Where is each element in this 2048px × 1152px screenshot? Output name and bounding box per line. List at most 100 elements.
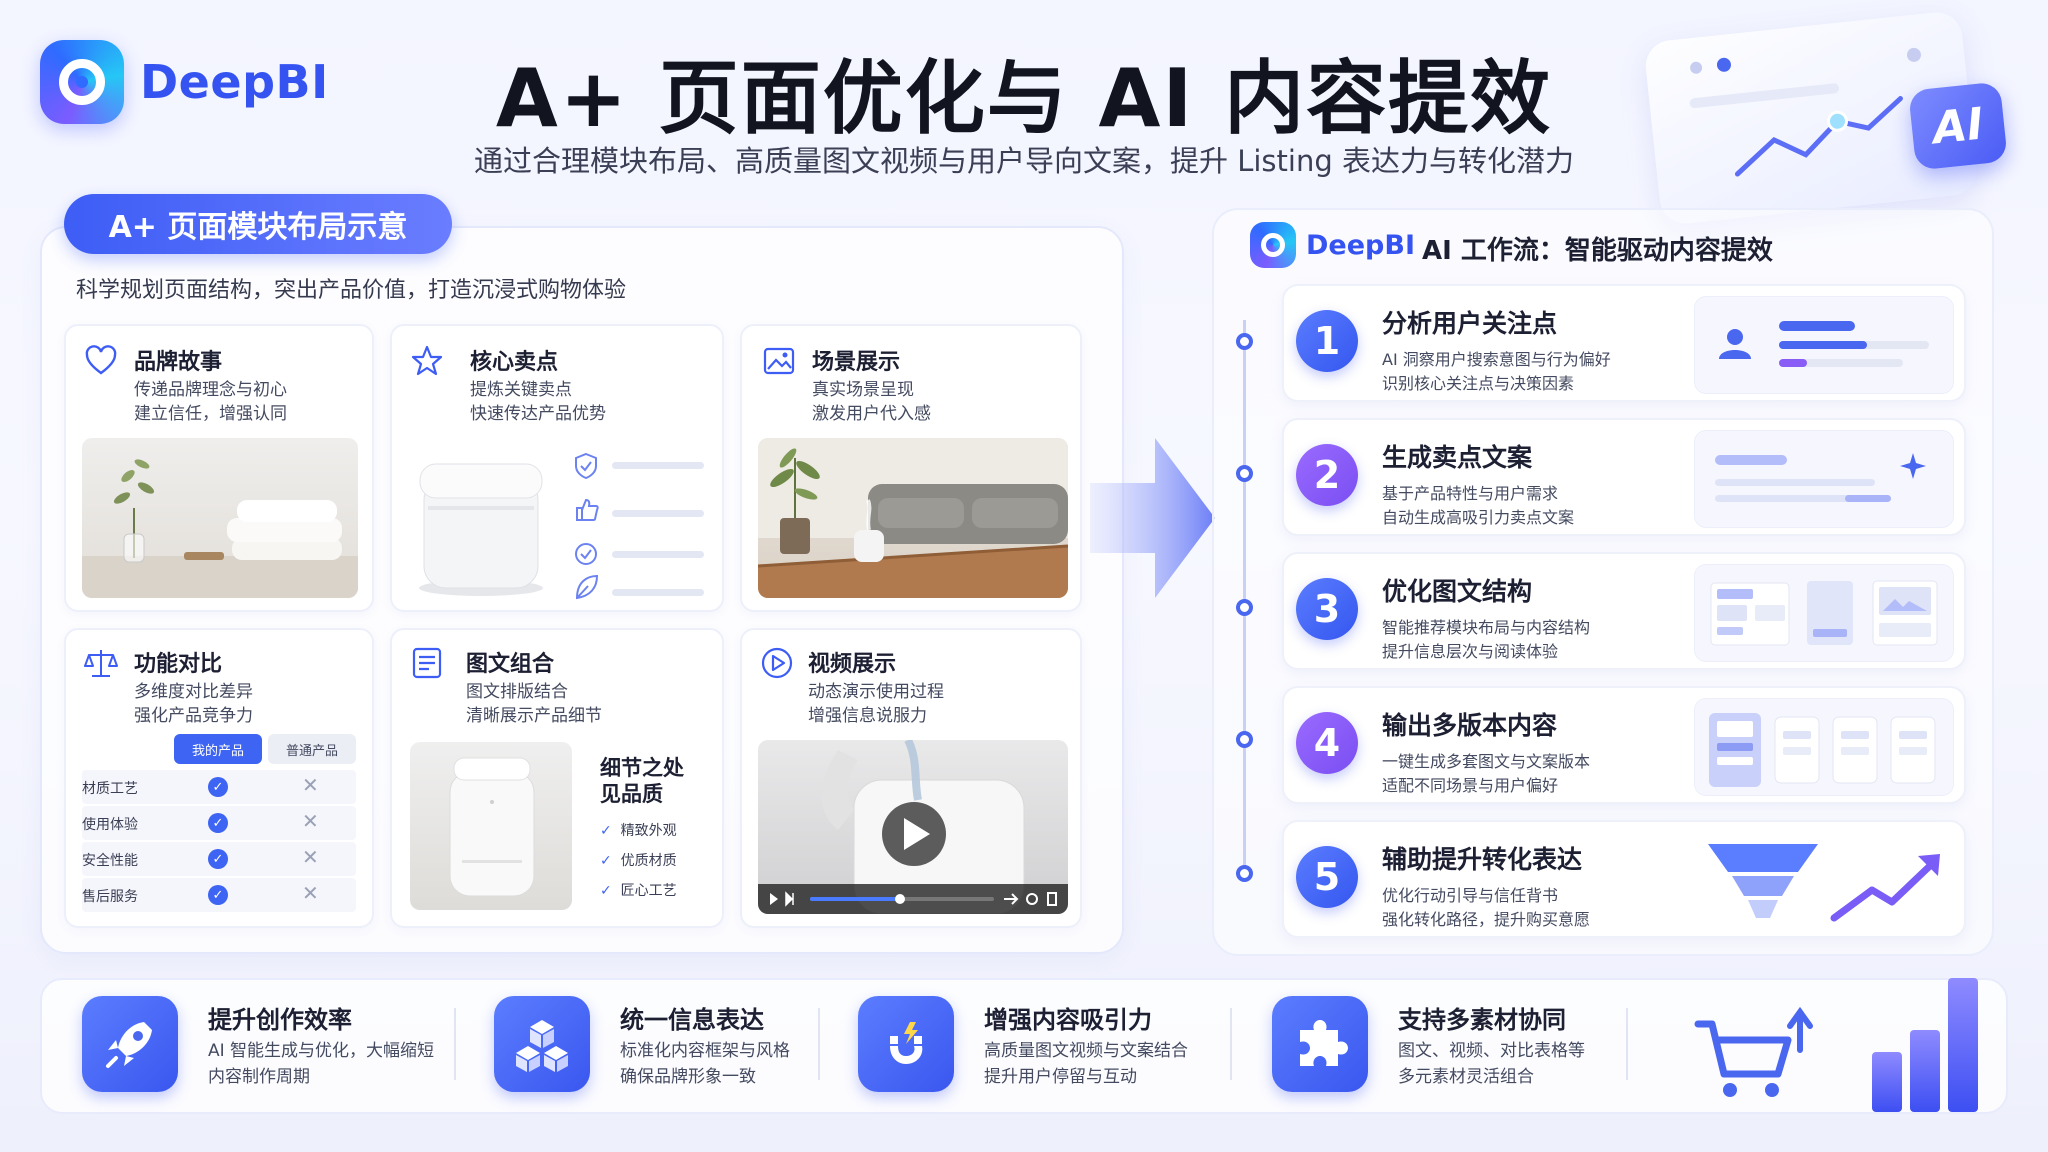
image-icon <box>763 347 795 375</box>
detail-item: ✓ 精致外观 <box>600 823 677 839</box>
rocket-icon <box>82 996 178 1092</box>
play-circle-icon <box>761 647 793 679</box>
video-player[interactable] <box>758 740 1068 914</box>
card-line1: 真实场景呈现 <box>812 380 914 400</box>
check-icon: ✓ <box>208 885 228 905</box>
workflow-step-1[interactable]: 1 分析用户关注点 AI 洞察用户搜索意图与行为偏好 识别核心关注点与决策因素 <box>1282 284 1966 402</box>
timeline-dot <box>1236 731 1253 748</box>
workflow-step-2[interactable]: 2 生成卖点文案 基于产品特性与用户需求 自动生成高吸引力卖点文案 <box>1282 418 1966 536</box>
compare-row-label: 使用体验 <box>82 817 138 833</box>
feature-attraction[interactable]: 增强内容吸引力 高质量图文视频与文案结合 提升用户停留与互动 <box>858 996 1238 1096</box>
step-number: 3 <box>1296 578 1358 640</box>
card-line1: 多维度对比差异 <box>134 682 253 702</box>
card-line2: 强化产品竞争力 <box>134 706 253 726</box>
step-title: 优化图文结构 <box>1382 577 1533 606</box>
step-number: 2 <box>1296 444 1358 506</box>
timeline-dot <box>1236 599 1253 616</box>
step-desc-line2: 强化转化路径，提升购买意愿 <box>1382 910 1591 929</box>
step-title: 分析用户关注点 <box>1382 309 1558 338</box>
check-icon: ✓ <box>208 777 228 797</box>
card-line2: 建立信任，增强认同 <box>134 404 287 424</box>
detail-product-photo <box>410 742 572 910</box>
feature-desc-line2: 提升用户停留与互动 <box>984 1067 1137 1087</box>
step-desc-line1: 一键生成多套图文与文案版本 <box>1382 752 1591 771</box>
detail-item: ✓ 匠心工艺 <box>600 883 677 899</box>
step-visual <box>1694 430 1954 528</box>
compare-col-mine: 我的产品 <box>174 734 262 764</box>
card-title: 核心卖点 <box>470 350 559 375</box>
step-title: 辅助提升转化表达 <box>1382 845 1583 874</box>
feature-divider <box>1230 1008 1232 1080</box>
card-scene-display[interactable]: 场景展示 真实场景呈现 激发用户代入感 <box>740 324 1082 612</box>
cubes-icon <box>494 996 590 1092</box>
feature-desc-line2: 确保品牌形象一致 <box>620 1067 756 1087</box>
feature-divider <box>1626 1008 1628 1080</box>
card-video-display[interactable]: 视频展示 动态演示使用过程 增强信息说服力 <box>740 628 1082 928</box>
humidifier-photo <box>406 450 556 598</box>
module-layout-pill: A+ 页面模块布局示意 <box>64 194 452 254</box>
step-desc-line1: 基于产品特性与用户需求 <box>1382 484 1559 503</box>
card-title: 功能对比 <box>134 652 223 677</box>
ai-badge-icon: AI <box>1908 81 2008 171</box>
step-desc-line1: AI 洞察用户搜索意图与行为偏好 <box>1382 350 1611 369</box>
feature-title: 统一信息表达 <box>620 1006 764 1034</box>
puzzle-icon <box>1272 996 1368 1092</box>
step-title: 输出多版本内容 <box>1382 711 1558 740</box>
module-layout-desc: 科学规划页面结构，突出产品价值，打造沉浸式购物体验 <box>76 278 627 303</box>
brand-name: DeepBI <box>140 55 329 109</box>
card-line1: 提炼关键卖点 <box>470 380 572 400</box>
check-icon: ✓ <box>600 853 612 869</box>
workflow-title: AI 工作流：智能驱动内容提效 <box>1422 236 1773 266</box>
card-feature-comparison[interactable]: 功能对比 多维度对比差异 强化产品竞争力 我的产品 普通产品 材质工艺 ✓ ✕ … <box>64 628 374 928</box>
detail-title-line1: 细节之处 <box>600 756 684 780</box>
feature-desc-line1: 标准化内容框架与风格 <box>620 1041 790 1061</box>
brand-logo[interactable]: DeepBI <box>40 40 329 124</box>
feature-desc-line2: 内容制作周期 <box>208 1067 310 1087</box>
card-title: 视频展示 <box>808 652 897 677</box>
compare-row-label: 售后服务 <box>82 889 138 905</box>
card-brand-story[interactable]: 品牌故事 传递品牌理念与初心 建立信任，增强认同 <box>64 324 374 612</box>
cross-icon: ✕ <box>302 809 319 833</box>
card-core-selling-points[interactable]: 核心卖点 提炼关键卖点 快速传达产品优势 <box>390 324 724 612</box>
timeline-dot <box>1236 865 1253 882</box>
step-visual <box>1694 698 1954 796</box>
step-number: 4 <box>1296 712 1358 774</box>
deepbi-logo-icon <box>1250 222 1296 268</box>
detail-item: ✓ 优质材质 <box>600 853 677 869</box>
step-number: 1 <box>1296 310 1358 372</box>
step-desc-line1: 优化行动引导与信任背书 <box>1382 886 1559 905</box>
feature-title: 提升创作效率 <box>208 1006 352 1034</box>
heart-icon <box>85 345 117 375</box>
card-title: 图文组合 <box>466 652 555 677</box>
cross-icon: ✕ <box>302 881 319 905</box>
timeline-dot <box>1236 465 1253 482</box>
feature-efficiency[interactable]: 提升创作效率 AI 智能生成与优化，大幅缩短 内容制作周期 <box>82 996 462 1096</box>
feature-multi-material[interactable]: 支持多素材协同 图文、视频、对比表格等 多元素材灵活组合 <box>1272 996 1612 1096</box>
feature-divider <box>818 1008 820 1080</box>
workflow-step-3[interactable]: 3 优化图文结构 智能推荐模块布局与内容结构 提升信息层次与阅读体验 <box>1282 552 1966 670</box>
check-icon: ✓ <box>600 883 612 899</box>
card-line2: 清晰展示产品细节 <box>466 706 602 726</box>
step-desc-line2: 提升信息层次与阅读体验 <box>1382 642 1559 661</box>
step-visual <box>1694 832 1954 930</box>
card-title: 场景展示 <box>812 350 901 375</box>
workflow-step-5[interactable]: 5 辅助提升转化表达 优化行动引导与信任背书 强化转化路径，提升购买意愿 <box>1282 820 1966 938</box>
feature-desc-line1: AI 智能生成与优化，大幅缩短 <box>208 1041 435 1061</box>
flow-arrow-icon <box>1090 438 1215 598</box>
workflow-brand-name: DeepBI <box>1306 229 1415 261</box>
feature-consistency[interactable]: 统一信息表达 标准化内容框架与风格 确保品牌形象一致 <box>494 996 824 1096</box>
compare-col-normal: 普通产品 <box>268 734 356 764</box>
step-title: 生成卖点文案 <box>1382 443 1533 472</box>
card-line2: 增强信息说服力 <box>808 706 927 726</box>
card-text-image-combo[interactable]: 图文组合 图文排版结合 清晰展示产品细节 细节之处 见品质 ✓ 精致外观 ✓ 优… <box>390 628 724 928</box>
decorative-chart-card <box>1643 9 1979 227</box>
card-line1: 传递品牌理念与初心 <box>134 380 287 400</box>
step-number: 5 <box>1296 846 1358 908</box>
document-icon <box>412 647 442 679</box>
shopping-cart-icon <box>1694 1006 1813 1097</box>
compare-row-label: 安全性能 <box>82 853 138 869</box>
brand-story-photo <box>82 438 358 598</box>
workflow-step-4[interactable]: 4 输出多版本内容 一键生成多套图文与文案版本 适配不同场景与用户偏好 <box>1282 686 1966 804</box>
funnel-growth-icon <box>1708 844 1940 922</box>
scale-icon <box>84 650 118 677</box>
